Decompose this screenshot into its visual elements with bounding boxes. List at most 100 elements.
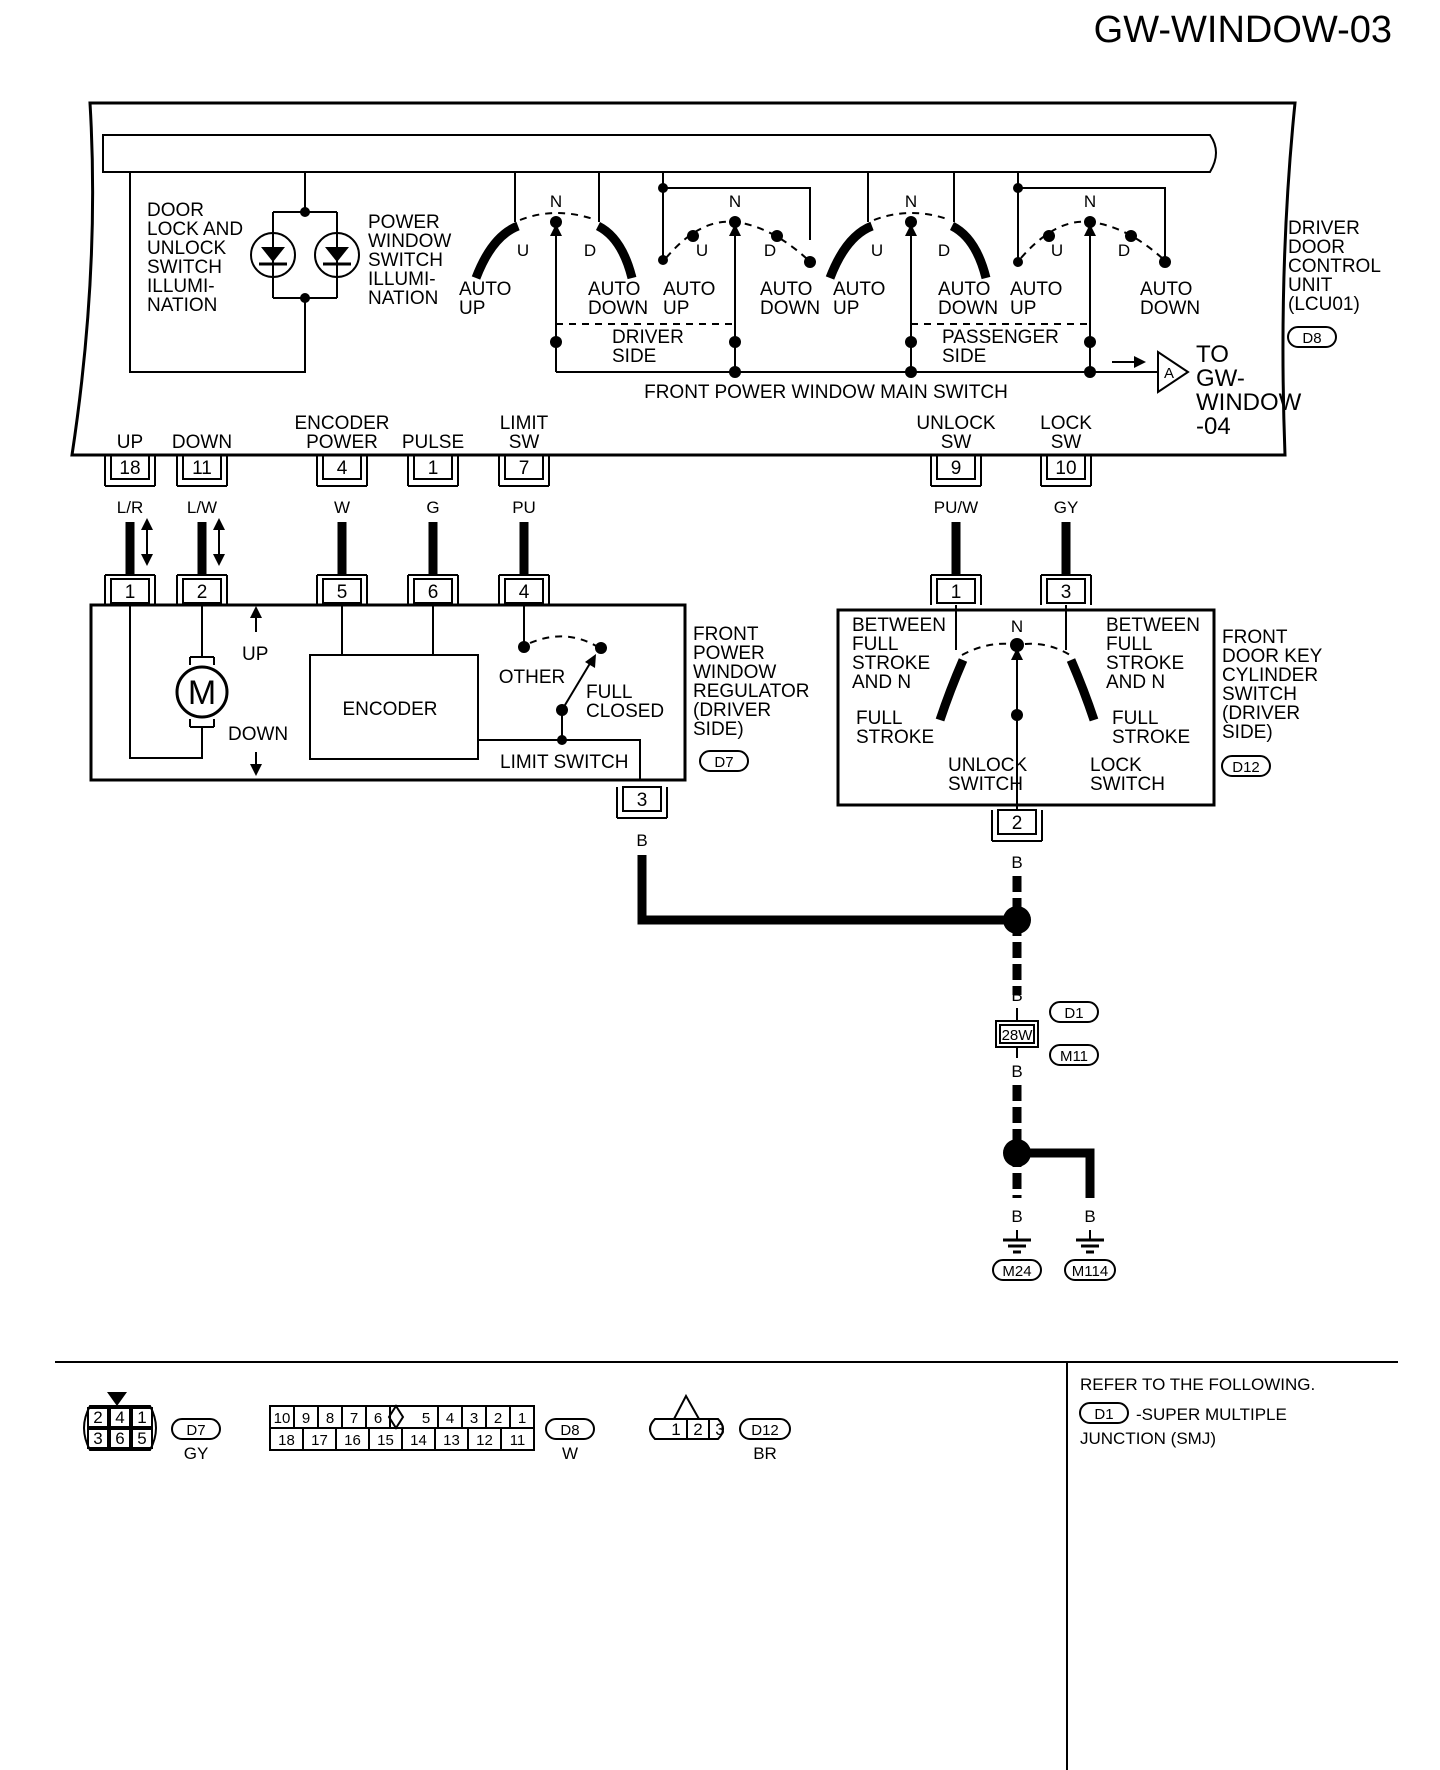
front-door-key-cylinder-switch: N [836, 605, 1216, 810]
label-line: BETWEEN [1106, 615, 1200, 636]
label-line: FULL [852, 634, 898, 655]
label-line: AUTO [588, 279, 640, 300]
label-line: JUNCTION (SMJ) [1080, 1429, 1216, 1448]
d8-pin: 9 [302, 1410, 310, 1427]
label-line: SWITCH [1090, 774, 1165, 795]
svg-text:B: B [1011, 986, 1022, 1005]
svg-text:DOWN: DOWN [228, 724, 288, 745]
lcu-pin-label: SW [509, 432, 540, 453]
label-line: PASSENGER [942, 327, 1059, 348]
lcu-connector-tag [1287, 326, 1337, 348]
d12-pin: 3 [715, 1420, 724, 1439]
label-line: GW- [1196, 365, 1245, 392]
label-line: STROKE [852, 653, 930, 674]
lcu-pin-label: LIMIT [500, 413, 549, 434]
d12-pin: 2 [693, 1420, 702, 1439]
legend-d12-color: BR [753, 1444, 777, 1463]
d7-pin: 5 [137, 1429, 146, 1448]
d7-pin: 4 [115, 1408, 124, 1427]
regulator-pin-5: 5 [316, 574, 368, 605]
regulator-connector-tag [699, 750, 749, 772]
label-line: DOWN [1140, 298, 1200, 319]
pin-number: 7 [519, 458, 530, 479]
joint-tag-d1: D1 [1049, 1001, 1099, 1023]
wire-color: L/W [187, 498, 217, 517]
motor-icon [175, 665, 229, 719]
d8-pin: 4 [446, 1410, 454, 1427]
offpage-marker: A [1164, 365, 1174, 382]
svg-text:U: U [696, 241, 708, 260]
d8-pin: 12 [476, 1432, 493, 1449]
d8-pin: 14 [410, 1432, 427, 1449]
pin-number: 4 [519, 582, 530, 603]
label-line: LOCK AND [147, 219, 243, 240]
svg-text:B: B [636, 831, 647, 850]
d8-pin: 5 [422, 1410, 430, 1427]
lcu-pin-11: 11 [176, 454, 228, 487]
lcu-pin-9: 9 [930, 454, 982, 487]
svg-text:N: N [729, 192, 741, 211]
label-line: WINDOW [368, 231, 451, 252]
label-line: DOOR KEY [1222, 646, 1323, 667]
wire-color: PU [512, 498, 536, 517]
d7-pin: 6 [115, 1429, 124, 1448]
ground-icon [1076, 1230, 1104, 1254]
label-line: SWITCH [1222, 684, 1297, 705]
pin-number: 2 [197, 582, 208, 603]
label-line: (DRIVER [693, 700, 771, 721]
label-line: DRIVER [1288, 218, 1360, 239]
svg-text:U: U [871, 241, 883, 260]
lcu-pins: UP18L/RDOWN11L/WENCODERPOWER4WPULSE1GLIM… [104, 413, 1092, 517]
d8-pin: 7 [350, 1410, 358, 1427]
label-line: STROKE [856, 727, 934, 748]
illumination-circuit [129, 172, 360, 373]
label-line: FRONT [1222, 627, 1288, 648]
pin-number: 5 [337, 582, 348, 603]
d8-pin: 2 [494, 1410, 502, 1427]
label-line: BETWEEN [852, 615, 946, 636]
pin-number: 3 [1061, 582, 1072, 603]
harness-wires [125, 518, 1071, 575]
svg-text:D: D [764, 241, 776, 260]
svg-text:D: D [584, 241, 596, 260]
legend-d7-color: GY [184, 1444, 209, 1463]
label-line: UNLOCK [948, 755, 1028, 776]
label-line: AUTO [938, 279, 990, 300]
label-line: FULL [1106, 634, 1152, 655]
lcu-pin-label: DOWN [172, 432, 232, 453]
lcu-pin-label: SW [941, 432, 972, 453]
label-line: SWITCH [368, 250, 443, 271]
d8-pin: 10 [274, 1410, 291, 1427]
lcu-pin-label: UNLOCK [916, 413, 996, 434]
label-line: DOOR [147, 200, 204, 221]
label-line: NATION [368, 288, 438, 309]
wire-color: PU/W [934, 498, 978, 517]
label-line: UP [663, 298, 689, 319]
lcu-pin-7: 7 [498, 454, 550, 487]
down-arrow-icon [250, 764, 262, 776]
d8-key-icon [387, 1404, 405, 1430]
svg-text:B: B [1011, 853, 1022, 872]
key-switch-connector-tag [1221, 755, 1271, 777]
regulator-pin-4: 4 [498, 574, 550, 605]
legend-d12-tag: D12 [751, 1422, 779, 1439]
lcu-pin-label: LOCK [1040, 413, 1092, 434]
label-line: WINDOW [693, 662, 776, 683]
svg-text:D: D [1118, 241, 1130, 260]
label-line: FRONT [693, 624, 759, 645]
